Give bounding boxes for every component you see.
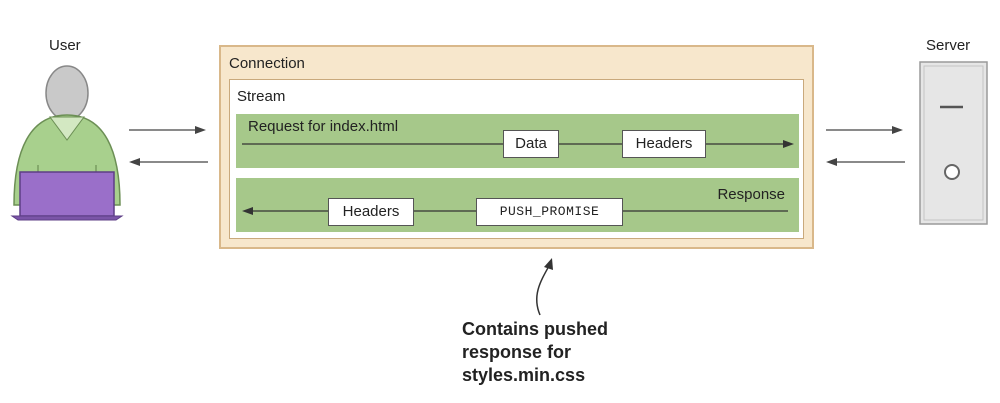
- connection-label: Connection: [229, 55, 305, 72]
- connection-box: Connection Stream Request for index.html…: [219, 45, 814, 249]
- annotation-line: response for: [462, 342, 572, 362]
- stream-box: Stream Request for index.html Data Heade…: [229, 79, 804, 239]
- response-label: Response: [717, 186, 785, 203]
- user-label: User: [49, 37, 81, 54]
- response-headers-frame: Headers: [328, 198, 414, 226]
- annotation-line: styles.min.css: [462, 365, 586, 385]
- push-promise-frame: PUSH_PROMISE: [476, 198, 623, 226]
- server-label: Server: [926, 37, 971, 54]
- push-annotation: Contains pushed response for styles.min.…: [462, 318, 608, 387]
- response-lane: Response Headers PUSH_PROMISE: [236, 178, 799, 232]
- request-headers-frame: Headers: [622, 130, 706, 158]
- request-label: Request for index.html: [248, 118, 399, 135]
- data-frame: Data: [503, 130, 559, 158]
- user-with-laptop-icon: [10, 65, 124, 221]
- stream-label: Stream: [237, 88, 286, 105]
- request-lane: Request for index.html Data Headers: [236, 114, 799, 168]
- server-tower-icon: [919, 61, 988, 225]
- annotation-line: Contains pushed: [462, 319, 609, 339]
